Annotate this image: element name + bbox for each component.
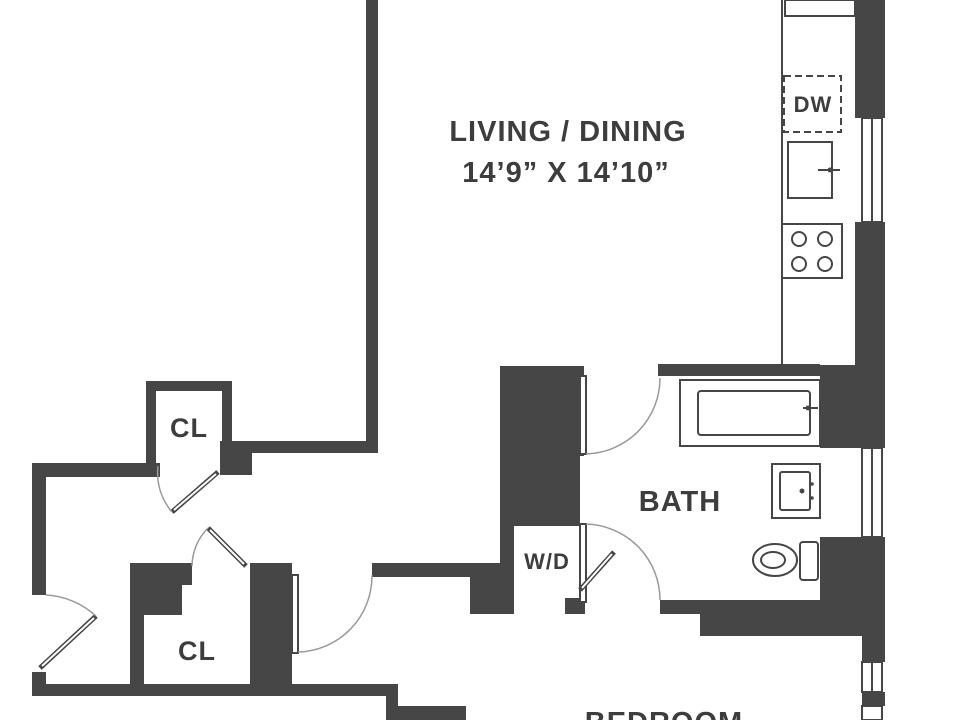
door-bath-upper — [579, 375, 587, 455]
doors — [38, 375, 661, 670]
wall-foyer-top — [32, 463, 160, 477]
burner-2 — [817, 231, 833, 247]
wall-exterior-right-bottom — [862, 692, 885, 706]
wall-living-left — [366, 0, 378, 453]
wall-closet-lower-right — [250, 563, 292, 684]
door-bedroom-corridor — [291, 574, 299, 654]
wall-bath-left-column — [500, 366, 580, 526]
wall-exterior-right-low — [862, 636, 885, 662]
wall-bath-right-top — [820, 366, 885, 448]
burner-1 — [791, 231, 807, 247]
room-dimensions-living-dining: 14’9” X 14’10” — [462, 157, 669, 189]
wall-closet-lower-left-pier — [144, 585, 182, 615]
wall-exterior-right-mid — [855, 222, 885, 366]
room-label-bath: BATH — [639, 486, 721, 518]
kitchen-counter — [781, 0, 856, 367]
door-bath-lower — [579, 523, 587, 603]
wall-closet-lower-top-left — [130, 563, 192, 585]
wall-bath-top — [658, 364, 820, 376]
vanity-basin — [779, 471, 811, 511]
wall-wd-bottom — [470, 563, 514, 614]
windows — [861, 117, 883, 720]
wall-foyer-bottom — [32, 684, 398, 696]
toilet-tank — [799, 541, 819, 581]
labels: LIVING / DINING 14’9” X 14’10” BATH BEDR… — [170, 92, 833, 720]
wall-closet-lower-left — [130, 563, 144, 684]
toilet-seat — [760, 551, 786, 569]
wall-bottom-step — [386, 684, 398, 720]
wall-exterior-right-top — [855, 0, 885, 118]
kitchen-sink — [787, 141, 833, 199]
range-hood-shelf — [784, 0, 856, 17]
wall-closet-upper-right — [222, 381, 232, 451]
room-label-washer-dryer: W/D — [524, 549, 570, 574]
wall-foyer-left-upper — [32, 463, 46, 595]
room-label-closet-lower: CL — [178, 636, 216, 666]
label-dishwasher: DW — [794, 92, 833, 117]
wall-corridor-top — [372, 563, 500, 577]
dishwasher-outline — [783, 75, 842, 133]
room-label-bedroom: BEDROOM — [585, 707, 743, 720]
window-bedroom-lower — [861, 705, 883, 720]
wall-bedroom-doorway-top — [398, 706, 466, 720]
cooktop — [781, 223, 843, 279]
wall-living-bottom-left — [232, 441, 378, 453]
room-label-closet-upper: CL — [170, 413, 208, 443]
walls — [32, 0, 885, 720]
bathtub-basin — [697, 390, 811, 436]
burner-4 — [817, 256, 833, 272]
wall-closet-upper-left — [146, 381, 156, 465]
wall-closet-upper-top — [146, 381, 232, 391]
bath-fixtures — [679, 379, 821, 581]
room-label-living-dining: LIVING / DINING — [449, 116, 686, 148]
wall-bath-right-bottom — [820, 537, 885, 636]
burner-3 — [791, 256, 807, 272]
